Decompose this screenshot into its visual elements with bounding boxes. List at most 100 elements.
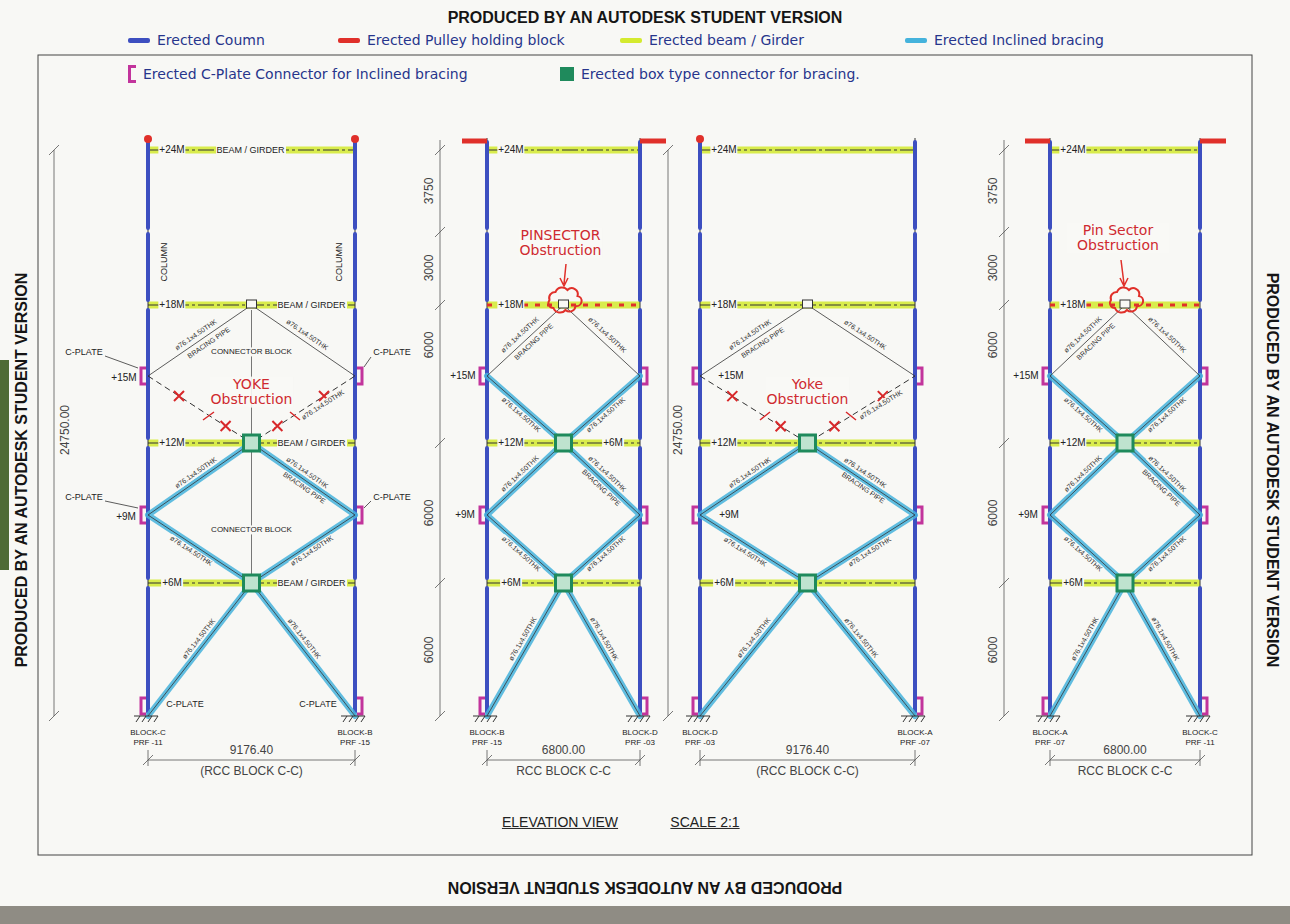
box-connector (244, 435, 260, 451)
pipe-spec: ø76.1x4.50THK (507, 615, 539, 663)
bracing-not-erected (700, 376, 915, 443)
level-mark: +24M (158, 144, 185, 156)
column-line (700, 138, 915, 716)
pipe-spec: BRACING PIPE (512, 322, 555, 363)
dimension-text: 9176.40 (785, 744, 830, 758)
watermark: PRODUCED BY AN AUTODESK STUDENT VERSION (447, 9, 844, 27)
block-tag: BLOCK-B (468, 728, 505, 737)
pipe-spec: ø76.1x4.50THK (1061, 395, 1104, 435)
pipe-spec: ø76.1x4.50THK (1146, 534, 1189, 574)
dimension-text: RCC BLOCK C-C (1077, 765, 1174, 779)
obstruction-note: PINSECTOR Obstruction (519, 228, 603, 259)
frame-three (663, 135, 925, 766)
block-tag: PRF -11 (1184, 738, 1215, 747)
level-mark: +18M (1059, 299, 1086, 311)
column-erected (700, 142, 915, 712)
level-mark: +12M (1059, 437, 1086, 449)
column-line (1050, 138, 1200, 716)
dimension-text: 9176.40 (229, 744, 274, 758)
legend-swatch (338, 38, 360, 43)
dimension-text: 6000 (423, 499, 437, 528)
leader-line (105, 356, 371, 508)
box-connector (244, 575, 260, 591)
dimension-text: 6000 (423, 636, 437, 665)
block-tag: BLOCK-A (1031, 728, 1068, 737)
column-erected (148, 142, 355, 712)
pipe-spec: ø76.1x4.50THK (173, 455, 219, 491)
legend-swatch (560, 67, 574, 81)
legend-text: Erected C-Plate Connector for Inclined b… (143, 66, 468, 82)
member-label: COLUMN (159, 241, 169, 282)
level-mark: +6M (500, 577, 522, 589)
frame-two (435, 138, 666, 766)
member-label: C-PLATE (372, 347, 411, 357)
member-label: BEAM / GIRDER (215, 145, 285, 155)
beam-line (148, 150, 355, 583)
view-title: SCALE 2:1 (669, 814, 740, 830)
level-mark: +15M (1012, 370, 1039, 382)
level-mark: +6M (602, 437, 624, 449)
c-plate (480, 368, 647, 714)
dimension-text: 6000 (423, 331, 437, 360)
member-label: BEAM / GIRDER (276, 300, 346, 310)
level-mark: +6M (713, 577, 735, 589)
level-mark: +9M (718, 509, 740, 521)
pipe-spec: ø76.1x4.50THK (499, 395, 543, 435)
pipe-spec: ø76.1x4.50THK (721, 534, 768, 568)
pipe-spec: ø76.1x4.50THK (167, 534, 214, 569)
box-connector (1117, 575, 1133, 591)
pipe-spec: ø76.1x4.50THK (735, 616, 773, 661)
legend-text: Erected Coumn (157, 32, 265, 48)
pipe-spec: ø76.1x4.50THK (1069, 615, 1101, 663)
legend-swatch (128, 38, 150, 43)
column-erected (487, 142, 640, 712)
block-tag: PRF -15 (471, 738, 503, 747)
dimension-text: 3000 (423, 254, 437, 283)
legend-text: Erected Pulley holding block (367, 32, 565, 48)
column-erected (1050, 142, 1200, 712)
dimension-text: (RCC BLOCK C-C) (199, 765, 304, 779)
legend-item: Erected box type connector for bracing. (560, 66, 860, 82)
block-tag: PRF -07 (1034, 738, 1066, 747)
obstruction-note: Pin Sector Obstruction (1067, 223, 1169, 254)
box-connector (800, 435, 816, 451)
block-tag: PRF -07 (899, 738, 931, 747)
legend-item: Erected C-Plate Connector for Inclined b… (128, 65, 468, 83)
member-label: C-PLATE (64, 492, 103, 502)
drawing-border (38, 55, 1252, 855)
beam-line (1050, 150, 1200, 583)
level-mark: +15M (449, 370, 476, 382)
beam-highlight (700, 150, 915, 583)
obstruction-cloud (549, 287, 582, 312)
pipe-spec: ø76.1x4.50THK (1145, 395, 1188, 435)
frame-four (999, 138, 1226, 766)
pipe-spec: ø76.1x4.50THK (499, 453, 542, 494)
dimension-line (999, 140, 1205, 766)
pipe-spec: ø76.1x4.50THK (1061, 453, 1103, 494)
column-line (487, 138, 640, 716)
level-mark: +9M (454, 509, 476, 521)
pipe-spec: ø76.1x4.50THK (585, 315, 628, 356)
beam-highlight (487, 150, 640, 583)
pulley-block (144, 135, 152, 143)
dimension-text: 3000 (987, 254, 1001, 283)
view-title: ELEVATION VIEW (501, 814, 619, 830)
member-label: C-PLATE (64, 347, 103, 357)
block-tag: CONNECTOR BLOCK (210, 347, 293, 356)
pipe-spec: ø76.1x4.50THK (726, 456, 773, 491)
box-connector (556, 575, 572, 591)
block-tag: PRF -15 (339, 738, 371, 747)
dimension-text: (RCC BLOCK C-C) (755, 765, 860, 779)
box-connector (800, 575, 816, 591)
obstruction-note: Yoke Obstruction (766, 377, 850, 408)
legend-text: Erected Inclined bracing (934, 32, 1104, 48)
legend-text: Erected box type connector for bracing. (581, 66, 860, 82)
rcc-block (134, 716, 365, 722)
c-plate (693, 368, 922, 714)
obstruction-pointer (560, 264, 568, 286)
block-tag: BLOCK-C (1181, 728, 1219, 737)
pipe-spec: ø76.1x4.50THK (847, 534, 894, 568)
dimension-text: 3750 (987, 177, 1001, 206)
block-tag: BLOCK-D (621, 728, 659, 737)
